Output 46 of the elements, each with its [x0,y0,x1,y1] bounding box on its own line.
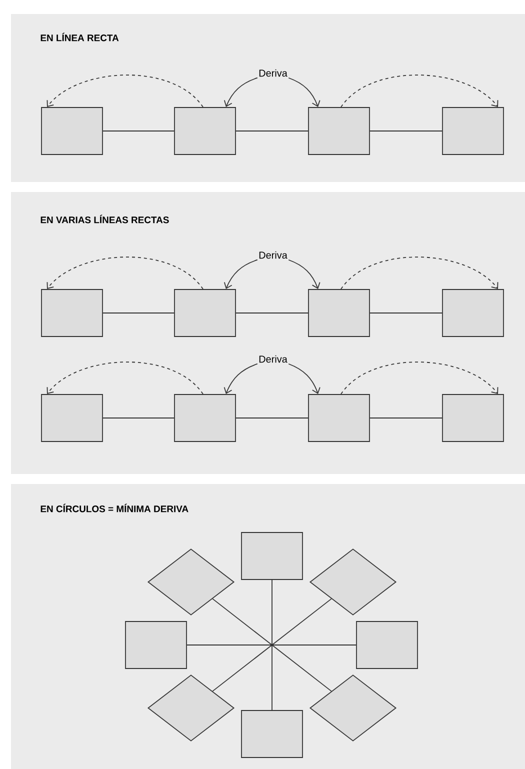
connector-line [236,312,308,314]
connector-line [272,644,332,692]
arrow [288,259,320,290]
dashed-arrow [46,256,204,290]
panel-title: EN LÍNEA RECTA [40,32,119,42]
square-box [308,289,370,337]
connector-line [370,312,442,314]
dashed-arrow [340,256,498,290]
drift-label: Deriva [259,69,288,77]
connector-line [236,130,308,132]
drift-label: Deriva [259,355,288,363]
arrow [224,77,258,108]
connector-line [102,130,174,132]
arrow [288,77,320,108]
square-box [442,107,504,155]
square-box [174,394,236,442]
arrow [288,363,320,394]
connector-line [272,644,356,646]
connector-line [272,598,332,646]
square-box [125,621,187,669]
connector-line [212,598,272,646]
dashed-arrow [340,74,498,108]
dashed-arrow [46,74,204,108]
square-box [41,107,103,155]
square-box [241,532,303,580]
square-box [241,710,303,758]
square-box [41,394,103,442]
connector-line [102,312,174,314]
connector-line [212,644,272,692]
square-box [41,289,103,337]
square-box [308,394,370,442]
dashed-arrow [340,362,498,394]
connector-line [186,644,272,646]
square-box [442,289,504,337]
square-box [442,394,504,442]
square-box [356,621,418,669]
arrow [224,259,258,290]
panel-title: EN VARIAS LÍNEAS RECTAS [40,214,169,224]
drift-label: Deriva [259,251,288,259]
square-box [308,107,370,155]
connector-line [370,130,442,132]
square-box [174,107,236,155]
square-box [174,289,236,337]
dashed-arrow [46,362,204,394]
arrow [224,363,258,394]
panel-title: EN CÍRCULOS = MÍNIMA DERIVA [40,504,188,512]
